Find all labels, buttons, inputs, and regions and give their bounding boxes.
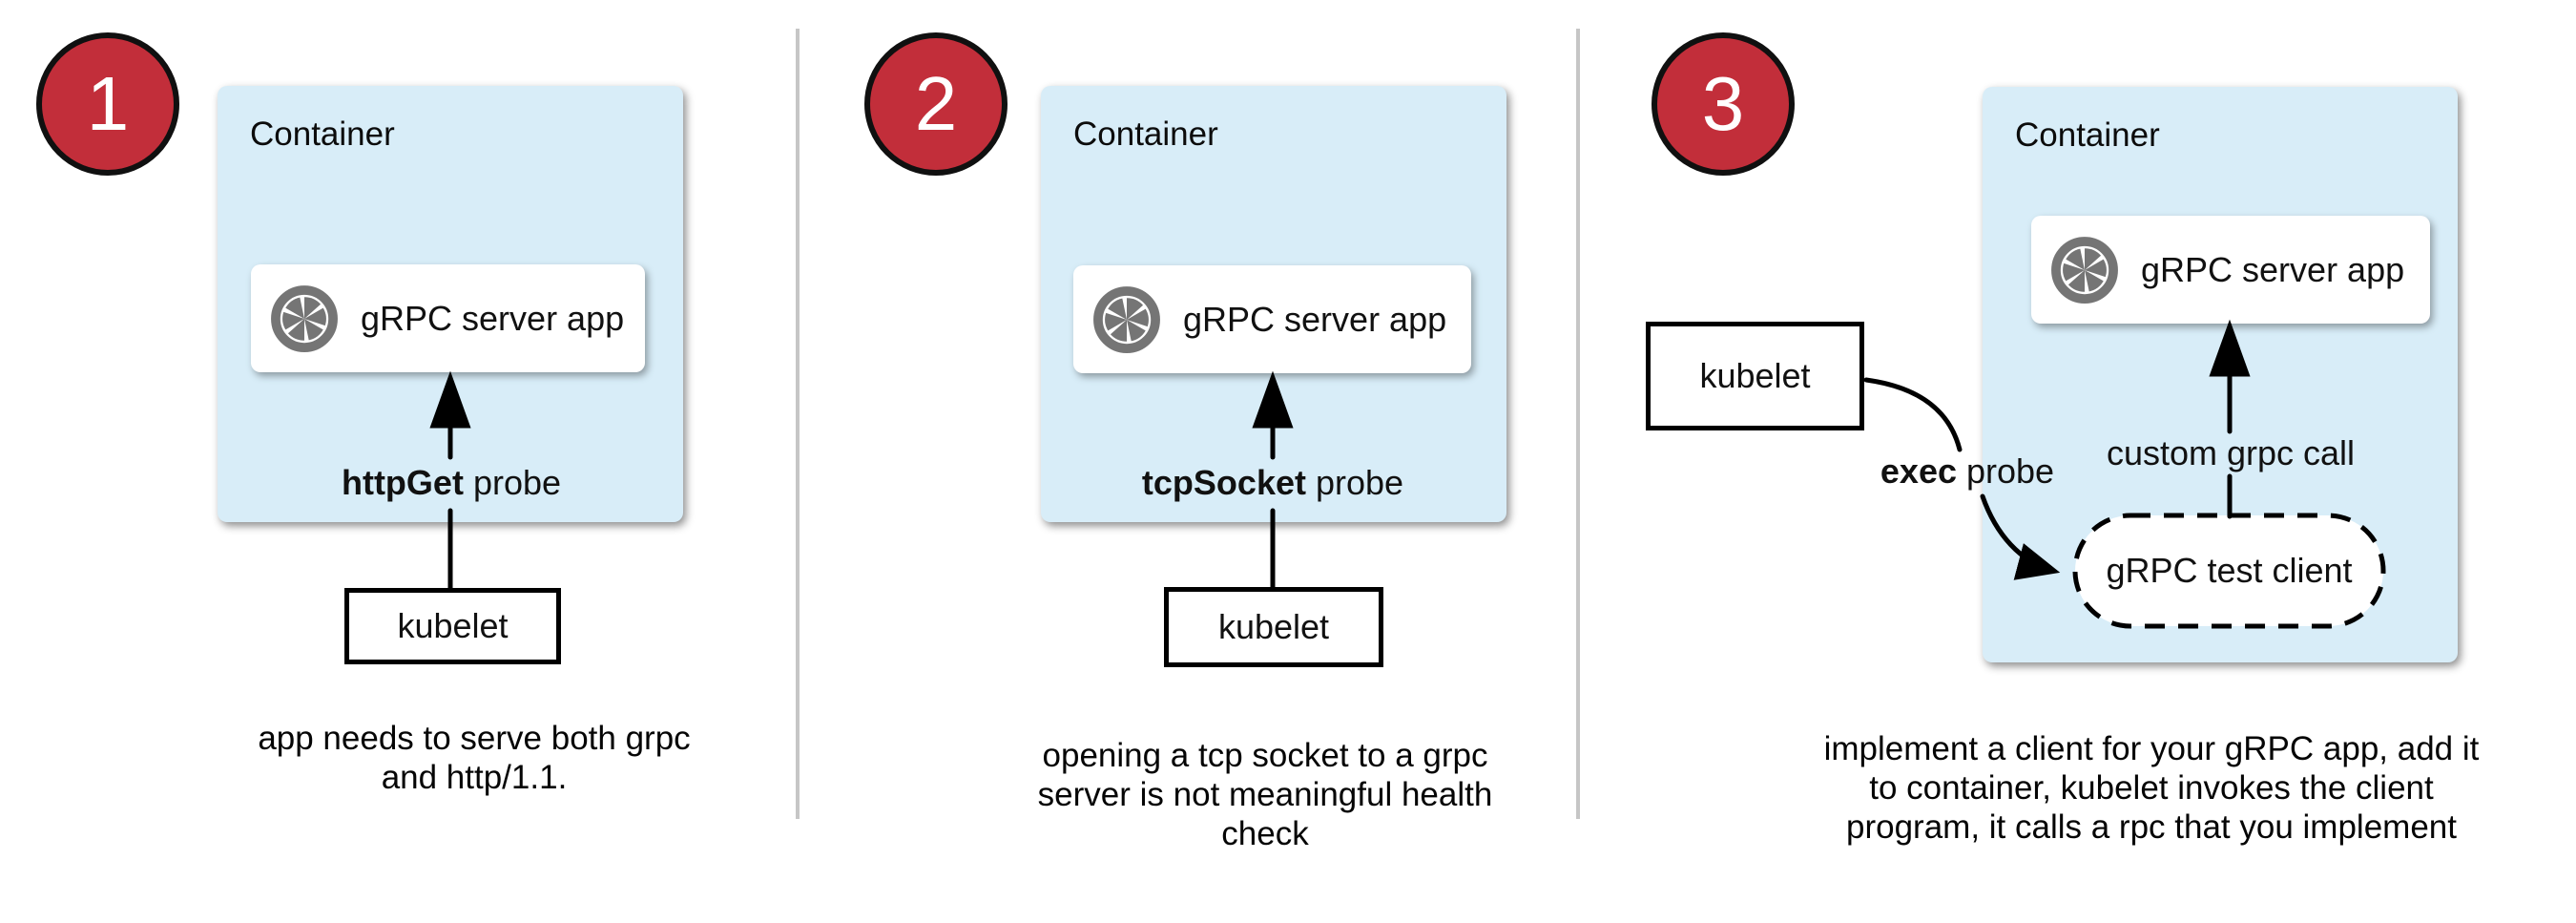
container-label-3: Container [2015,116,2160,154]
kubelet-label: kubelet [1217,607,1330,646]
caption-line: app needs to serve both grpc [258,720,691,757]
grpc-server-app-box-2: gRPC server app [1073,265,1471,373]
step-badge-2: 2 [864,32,1008,176]
container-label-1: Container [250,115,395,153]
caption-line: to container, kubelet invokes the client [1869,769,2434,807]
probe-type: exec [1880,451,1957,491]
probe-label-1: httpGet probe [251,462,652,504]
probe-word: probe [463,463,562,502]
probe-word: probe [1957,451,2055,491]
caption-line: server is not meaningful health [1037,776,1493,813]
camera-aperture-icon [271,284,338,352]
grpc-server-app-label: gRPC server app [2141,249,2405,289]
panel-divider-1 [796,29,800,819]
grpc-test-client-label: gRPC test client [2106,551,2353,590]
probe-type: tcpSocket [1141,463,1306,502]
step-number: 1 [86,61,130,146]
caption-line: opening a tcp socket to a grpc [1042,737,1488,774]
kubelet-box-1: kubelet [344,588,561,664]
kubelet-label: kubelet [397,606,509,645]
grpc-server-app-label: gRPC server app [1183,299,1447,339]
panel-caption-3: implement a client for your gRPC app, ad… [1818,729,2485,847]
custom-grpc-call-label: custom grpc call [2106,433,2356,472]
camera-aperture-icon [2051,236,2118,304]
grpc-server-app-box-3: gRPC server app [2031,216,2430,324]
exec-probe-curve-upper [1863,377,1963,452]
caption-line: implement a client for your gRPC app, ad… [1823,730,2480,767]
probe-label-2: tcpSocket probe [1072,462,1473,504]
caption-line: check [1221,815,1309,852]
panel-caption-2: opening a tcp socket to a grpc server is… [979,736,1551,853]
panel-divider-2 [1576,29,1580,819]
container-label-2: Container [1073,115,1218,153]
kubelet-label: kubelet [1699,356,1811,395]
probe-type: httpGet [341,463,464,502]
camera-aperture-icon [1093,285,1160,353]
step-number: 2 [914,61,958,146]
grpc-server-app-box-1: gRPC server app [251,264,645,372]
grpc-server-app-label: gRPC server app [361,298,625,338]
step-badge-3: 3 [1652,32,1795,176]
probe-word: probe [1305,463,1404,502]
caption-line: and http/1.1. [381,759,568,796]
step-number: 3 [1701,61,1745,146]
probe-label-3: exec probe [1767,451,2168,493]
step-badge-1: 1 [36,32,179,176]
caption-line: program, it calls a rpc that you impleme… [1846,808,2457,846]
kubelet-box-3: kubelet [1646,322,1864,430]
kubelet-box-2: kubelet [1164,587,1383,667]
panel-caption-1: app needs to serve both grpc and http/1.… [188,719,760,797]
